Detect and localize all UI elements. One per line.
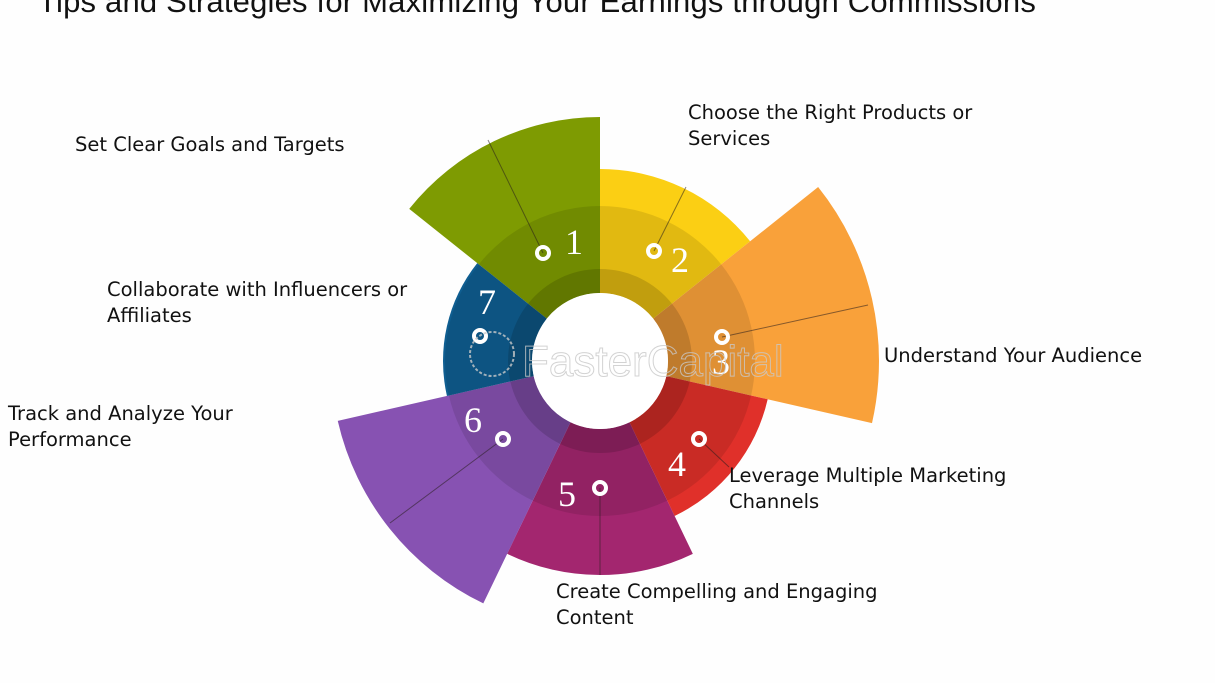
step-7-label-line2: Affiliates [107, 304, 192, 327]
step-2-leader-line [653, 186, 687, 252]
step-5-label-line1: Create Compelling and Engaging [556, 580, 878, 603]
step-7-number: 7 [478, 282, 496, 322]
step-2-marker-icon [646, 243, 662, 259]
step-6-segment [337, 376, 571, 604]
step-4-inner-band [629, 376, 690, 444]
watermark-gear-icon [469, 331, 515, 377]
step-3-marker-icon [714, 329, 730, 345]
step-2-label: Choose the Right Products or Services [688, 100, 972, 152]
step-6-label-line1: Track and Analyze Your [8, 402, 233, 425]
watermark-logo: FasterCapital [522, 337, 784, 386]
step-6-leader-line [389, 438, 504, 524]
step-3-leader-line [721, 304, 869, 338]
step-7-marker-icon [472, 328, 488, 344]
step-7-inner-band [508, 303, 547, 382]
step-2-segment [600, 169, 751, 319]
step-7-label-line1: Collaborate with Influencers or [107, 278, 408, 301]
step-5-inner-band [560, 422, 640, 454]
step-1-label-line: Set Clear Goals and Targets [75, 133, 345, 156]
step-3-number: 3 [712, 342, 730, 382]
step-6-number: 6 [464, 400, 482, 440]
step-1-number: 1 [565, 222, 583, 262]
step-4-middle-band [629, 376, 752, 501]
step-4-label-line2: Channels [729, 490, 820, 513]
step-2-label-line2: Services [688, 127, 771, 150]
step-5-middle-band [532, 422, 668, 516]
step-7-segment [443, 263, 547, 396]
step-5-label-line2: Content [556, 606, 634, 629]
step-2-label-line1: Choose the Right Products or [688, 101, 973, 124]
center-hole [532, 293, 668, 429]
diagram-title: Tips and Strategies for Maximizing Your … [38, 0, 1037, 19]
step-2-number: 2 [671, 240, 689, 280]
step-3-segment [653, 187, 879, 424]
step-5-number: 5 [558, 474, 576, 514]
step-3-inner-band [653, 303, 692, 382]
step-2-inner-band [600, 269, 672, 319]
step-4-number: 4 [668, 444, 686, 484]
step-1-marker-icon [535, 245, 551, 261]
step-4-marker-icon [691, 431, 707, 447]
step-4-label-line1: Leverage Multiple Marketing [729, 464, 1007, 487]
step-1-label: Set Clear Goals and Targets [75, 132, 345, 158]
step-7-label: Collaborate with Influencers or Affiliate… [107, 277, 407, 329]
step-1-middle-band [478, 206, 600, 319]
step-5-marker-icon [592, 480, 608, 496]
step-6-label-line2: Performance [8, 428, 132, 451]
step-6-inner-band [510, 376, 571, 444]
step-3-label-line: Understand Your Audience [884, 344, 1143, 367]
step-7-middle-band [444, 264, 547, 396]
step-1-segment [409, 116, 600, 319]
step-1-inner-band [528, 269, 600, 319]
step-2-middle-band [600, 206, 722, 319]
step-3-middle-band [653, 264, 755, 396]
step-3-label: Understand Your Audience [884, 343, 1142, 369]
step-6-marker-icon [495, 431, 511, 447]
step-1-leader-line [487, 139, 544, 254]
